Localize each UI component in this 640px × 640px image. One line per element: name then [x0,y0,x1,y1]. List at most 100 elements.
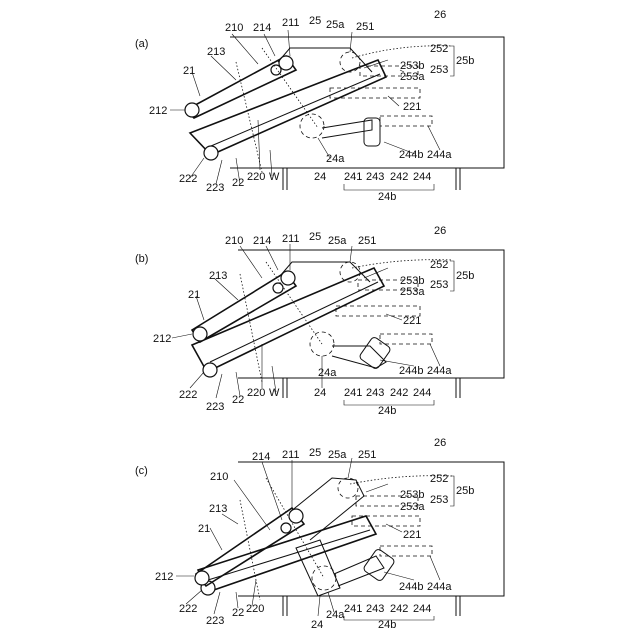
label-223-c: 223 [206,615,224,627]
pivot-24a [300,114,324,138]
label-241: 241 [344,171,362,183]
label-223: 223 [206,182,224,194]
label-220-c: 220 [246,603,264,615]
label-22-b: 22 [232,394,244,406]
label-W-b: W [269,387,280,399]
label-243-b: 243 [366,387,384,399]
label-253: 253 [430,64,448,76]
panel-b: (b) 21 212 213 210 214 211 25 25a 251 26… [135,225,504,417]
panel-label-c: (c) [135,465,148,477]
label-253-b: 253 [430,279,448,291]
label-21-c: 21 [198,523,210,535]
label-213: 213 [207,46,225,58]
label-25-c: 25 [309,447,321,459]
label-22-c: 22 [232,607,244,619]
label-24a: 24a [326,153,345,165]
label-243-c: 243 [366,603,384,615]
housing-26-c [238,462,504,596]
label-251-c: 251 [358,449,376,461]
bracket-25b-b [450,261,454,291]
label-22: 22 [232,177,244,189]
label-24-c: 24 [311,619,323,631]
label-24b-b: 24b [378,405,396,417]
label-221-b: 221 [403,315,421,327]
label-210-c: 210 [210,471,228,483]
label-26-b: 26 [434,225,446,237]
label-223-b: 223 [206,401,224,413]
link-241-b [332,346,386,368]
label-212: 212 [149,105,167,117]
label-25-b: 25 [309,231,321,243]
label-222: 222 [179,173,197,185]
label-241-b: 241 [344,387,362,399]
label-213-c: 213 [209,503,227,515]
roller-214 [271,65,281,75]
centerline-vertical-b [240,274,262,382]
roller-212-b [193,327,207,341]
label-211-c: 211 [282,449,300,461]
label-253a: 253a [400,71,425,83]
label-211: 211 [282,17,300,29]
label-220: 220 [247,171,265,183]
label-244-b: 244 [413,387,431,399]
label-244a-b: 244a [427,365,452,377]
label-244: 244 [413,171,431,183]
label-252-c: 252 [430,473,448,485]
roller-214-c [281,523,291,533]
bracket-25b-c [450,476,454,506]
label-24: 24 [314,171,326,183]
label-214: 214 [253,22,271,34]
label-24a-c: 24a [326,609,345,621]
link-241-c [334,556,384,586]
actuator-244 [380,116,432,126]
label-242: 242 [390,171,408,183]
actuator-244-b [380,334,432,344]
panel-a: (a) 21 212 213 210 214 [135,9,504,203]
label-25a-c: 25a [328,449,347,461]
label-252-b: 252 [430,259,448,271]
label-25a-b: 25a [328,235,347,247]
block-243-c [363,548,396,582]
label-221: 221 [403,101,421,113]
label-25b-c: 25b [456,485,474,497]
conveyor-22-edge-c [208,530,370,580]
centerline-diagonal-c [266,478,324,578]
label-214-b: 214 [253,235,271,247]
label-222-b: 222 [179,389,197,401]
label-252: 252 [430,43,448,55]
label-220-b: 220 [247,387,265,399]
panel-label-a: (a) [135,38,148,50]
actuator-244-c [380,546,432,556]
roller-212 [185,103,199,117]
label-214-c: 214 [252,451,270,463]
label-253a-c: 253a [400,501,425,513]
label-25b-b: 25b [456,270,474,282]
label-26-c: 26 [434,437,446,449]
bracket-24b [344,184,434,190]
label-21-b: 21 [188,289,200,301]
label-244a: 244a [427,149,452,161]
label-244b-c: 244b [399,581,423,593]
label-244b-b: 244b [399,365,423,377]
roller-214-b [273,283,283,293]
label-25: 25 [309,15,321,27]
label-25b: 25b [456,55,474,67]
panel-c: (c) 21 212 213 210 214 211 25 25a 251 26 [135,437,504,631]
label-213-b: 213 [209,270,227,282]
label-24a-b: 24a [318,367,337,379]
label-242-b: 242 [390,387,408,399]
label-253a-b: 253a [400,286,425,298]
label-253-c: 253 [430,494,448,506]
label-244a-c: 244a [427,581,452,593]
label-21: 21 [183,65,195,77]
roller-222 [204,146,218,160]
pivot-251-c [338,478,358,498]
label-24-b: 24 [314,387,326,399]
conveyor-21-belt-c [196,508,304,586]
roller-222-b [203,363,217,377]
label-241-c: 241 [344,603,362,615]
bracket-25b [450,46,454,76]
label-24b: 24b [378,191,396,203]
label-243: 243 [366,171,384,183]
